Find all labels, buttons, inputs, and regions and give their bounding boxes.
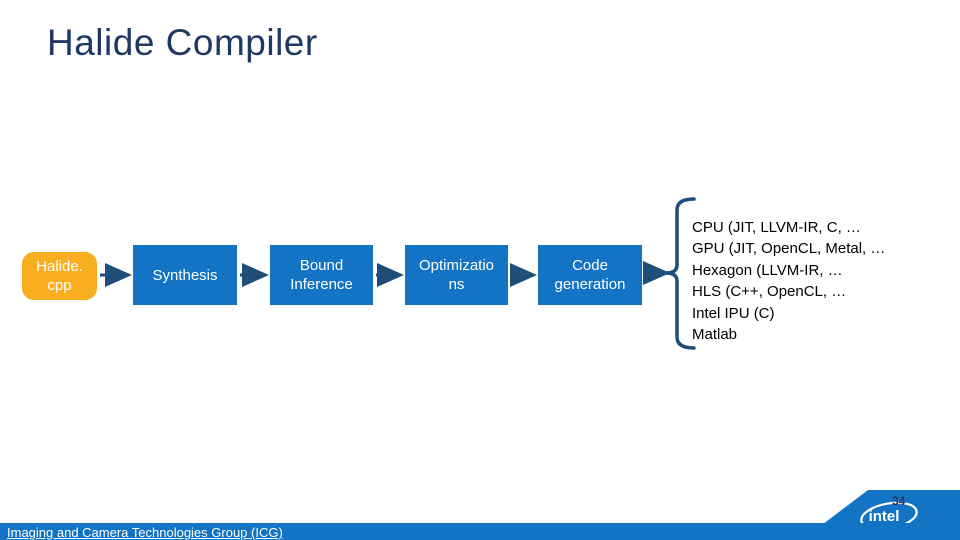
node-label-line: Inference [290, 276, 353, 293]
page-number: 34 [892, 494, 906, 508]
pipeline-node-optimizations: Optimizatio ns [405, 245, 508, 305]
target-item: Intel IPU (C) [692, 304, 775, 322]
target-item: CPU (JIT, LLVM-IR, C, … [692, 219, 861, 236]
node-label-line: Bound [299, 257, 344, 274]
target-list: CPU (JIT, LLVM-IR, C, … GPU (JIT, OpenCL… [692, 217, 952, 345]
pipeline-node-halide-cpp: Halide. cpp [22, 252, 97, 300]
pipeline-node-bound-inference: Bound Inference [270, 245, 373, 305]
pipeline-node-code-generation: Code generation [538, 245, 642, 305]
footer-bar [0, 523, 960, 540]
left-brace-icon [665, 197, 696, 350]
node-label-line: cpp [47, 277, 72, 294]
target-item: Matlab [692, 326, 738, 344]
node-label-line: Optimizatio [418, 257, 495, 274]
node-label-line: generation [554, 276, 626, 293]
target-item: HLS (C++, OpenCL, … [692, 283, 847, 301]
node-label-line: Halide. [36, 258, 83, 275]
slide-title: Halide Compiler [47, 22, 318, 63]
node-label-line: ns [448, 276, 465, 293]
node-label-line: Code [572, 257, 608, 274]
node-label-line: Synthesis [152, 266, 218, 284]
target-item: GPU (JIT, OpenCL, Metal, … [692, 240, 886, 258]
footer-group-label: Imaging and Camera Technologies Group (I… [7, 525, 283, 540]
pipeline-node-synthesis: Synthesis [133, 245, 237, 305]
target-item: Hexagon (LLVM-IR, … [692, 261, 843, 279]
